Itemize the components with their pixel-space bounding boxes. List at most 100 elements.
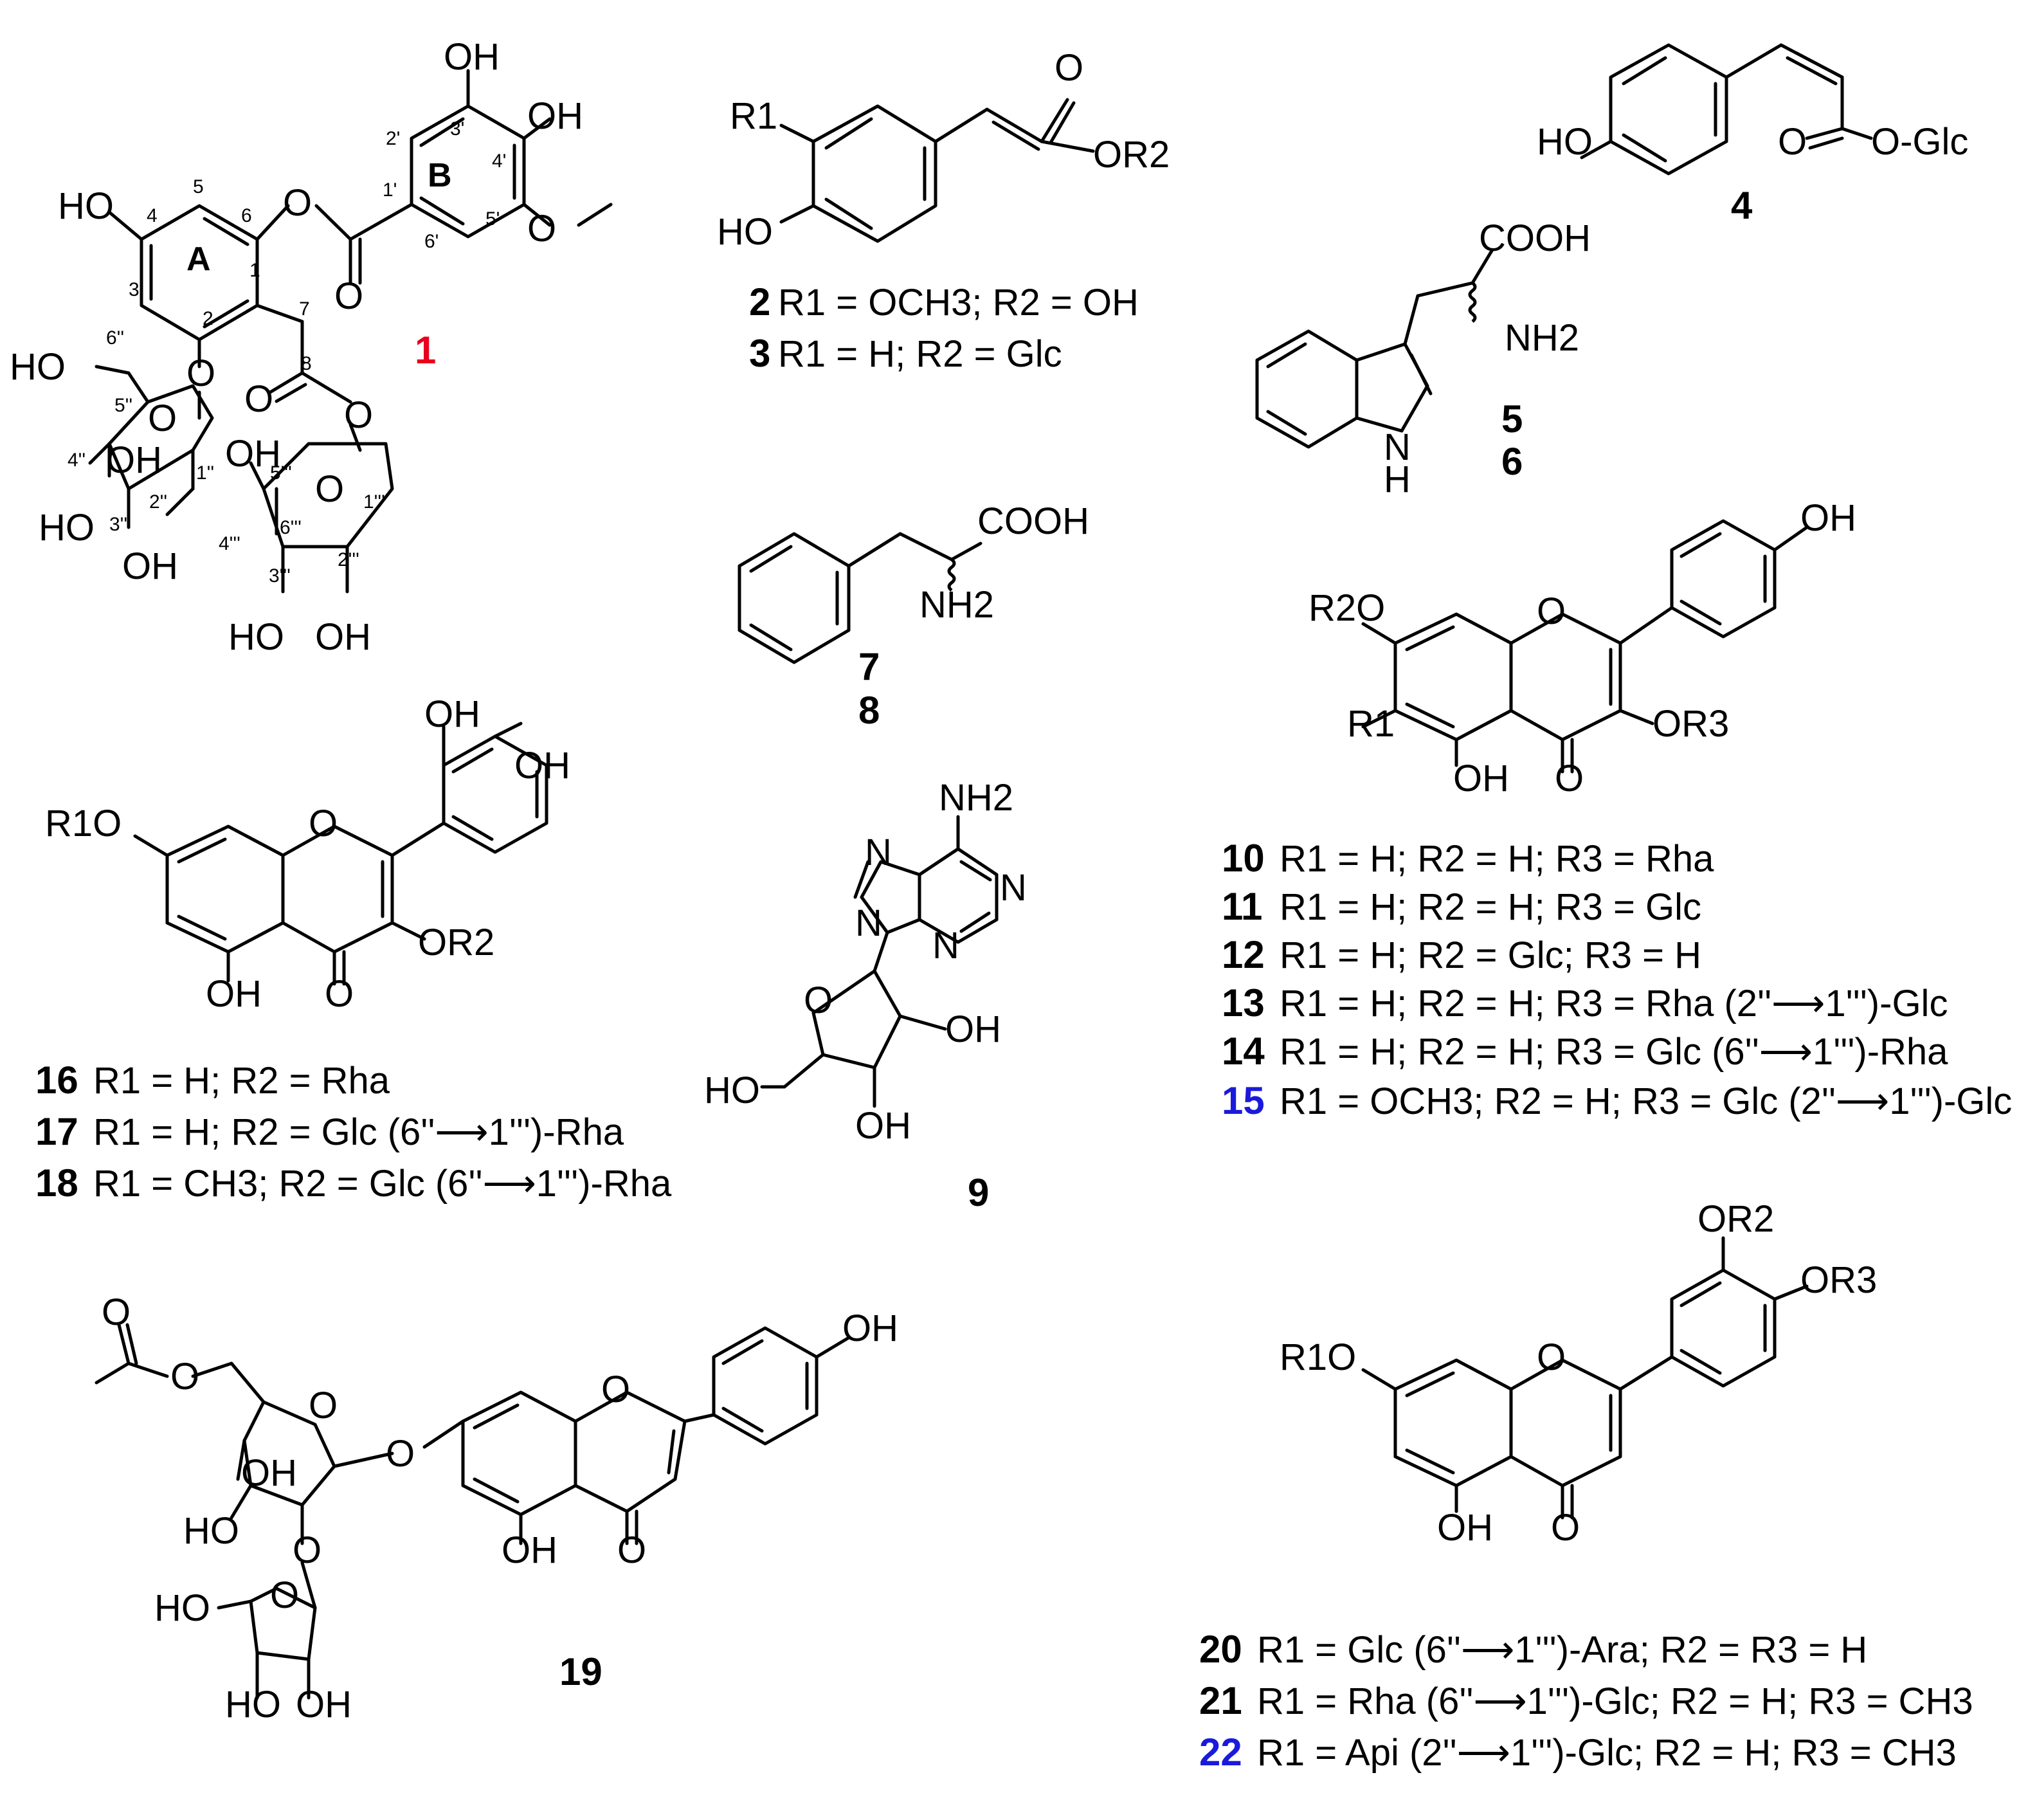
compound-id-19: 19 (559, 1650, 602, 1693)
compound-id-15: 15 (1222, 1079, 1265, 1122)
ring-a-label: A (186, 241, 211, 278)
atom-label: OH (945, 1008, 1001, 1050)
atom-label: O (170, 1356, 199, 1397)
compound-id-11: 11 (1222, 885, 1262, 928)
compound-2-3-structure (779, 98, 1095, 243)
substituent-r1: R1 (1347, 703, 1395, 745)
position-number: 5 (193, 176, 204, 197)
atom-label: O (334, 275, 363, 317)
atom-label: H (1384, 459, 1411, 500)
compound-2-substituents: R1 = OCH3; R2 = OH (778, 282, 1139, 323)
compound-id-6: 6 (1501, 440, 1523, 483)
compound-id-17: 17 (35, 1110, 78, 1153)
substituent-r1: R1 (730, 95, 777, 137)
atom-label: O (601, 1369, 630, 1410)
compound-1-structure (88, 69, 613, 594)
compound-16-substituents: R1 = H; R2 = Rha (93, 1060, 390, 1102)
compound-20-substituents: R1 = Glc (6''⟶1''')-Ara; R2 = R3 = H (1257, 1629, 1867, 1671)
compound-id-21: 21 (1199, 1679, 1242, 1722)
atom-label: NH2 (919, 584, 994, 626)
atom-label: O (386, 1433, 415, 1475)
position-number: 2''' (338, 549, 359, 570)
atom-label: N (865, 832, 892, 873)
position-number: 1''' (363, 491, 385, 513)
position-number: 1' (383, 179, 397, 201)
compound-id-5: 5 (1501, 397, 1523, 441)
atom-label: O (270, 1574, 299, 1616)
atom-label: HO (58, 185, 114, 227)
position-number: 3 (129, 279, 140, 300)
ring-b-label: B (428, 157, 452, 194)
compound-id-22: 22 (1199, 1731, 1242, 1774)
atom-label: O (315, 468, 344, 510)
atom-label: O (1778, 121, 1807, 163)
position-number: 7 (299, 298, 310, 320)
atom-label: O (1551, 1507, 1580, 1549)
compound-9-structure (760, 815, 999, 1108)
position-number: 2 (203, 308, 213, 329)
atom-label: O (148, 397, 177, 439)
compound-16-18-structure (133, 722, 548, 986)
substituent-or3: OR3 (1652, 703, 1729, 745)
compound-4-labels: HO O O-Glc 4 (1537, 121, 1968, 227)
atom-label: N (1000, 867, 1027, 909)
compound-9-labels: NH2 N N N N O OH HO OH 9 (704, 777, 1027, 1214)
atom-label: HO (225, 1684, 281, 1725)
position-number: 4'' (68, 450, 86, 471)
compound-id-3: 3 (749, 332, 770, 375)
substituent-or2: OR2 (1093, 134, 1170, 176)
atom-label: O (804, 979, 833, 1021)
compound-17-substituents: R1 = H; R2 = Glc (6''⟶1''')-Rha (93, 1111, 624, 1153)
position-number: 4 (147, 205, 158, 226)
compound-id-14: 14 (1222, 1030, 1265, 1073)
atom-label: OH (315, 616, 371, 658)
atom-label: HO (10, 346, 66, 388)
atom-label: O (527, 208, 556, 250)
atom-label: O (617, 1529, 646, 1571)
compound-19-labels: O O O O OH HO O O HO HO OH O OH OH O 19 (102, 1291, 898, 1725)
atom-label: OH (502, 1529, 557, 1571)
atom-label: O (244, 378, 273, 420)
position-number: 5' (485, 208, 500, 230)
atom-label: HO (1537, 121, 1593, 163)
atom-label: HO (228, 616, 284, 658)
compound-4-structure (1580, 43, 1873, 176)
substituent-or3: OR3 (1800, 1259, 1877, 1301)
compound-12-substituents: R1 = H; R2 = Glc; R3 = H (1280, 934, 1701, 976)
compound-5-6-labels: COOH NH2 N H 5 6 (1384, 217, 1591, 500)
compound-14-substituents: R1 = H; R2 = H; R3 = Glc (6''⟶1''')-Rha (1280, 1031, 1948, 1073)
compound-19-structure (95, 1323, 851, 1700)
atom-label: O (344, 394, 373, 436)
position-number: 8 (301, 353, 312, 374)
compound-id-4: 4 (1731, 184, 1753, 227)
position-number: 2' (386, 128, 400, 149)
position-number: 2'' (149, 491, 167, 513)
position-number: 3'' (109, 514, 127, 535)
atom-label: OH (225, 433, 281, 475)
atom-label: OH (241, 1452, 297, 1494)
compound-21-substituents: R1 = Rha (6''⟶1''')-Glc; R2 = H; R3 = CH… (1257, 1680, 1973, 1722)
compound-20-22-structure (1361, 1236, 1809, 1520)
atom-label: OH (842, 1307, 898, 1349)
atom-label: OH (106, 439, 162, 481)
compound-15-substituents: R1 = OCH3; R2 = H; R3 = Glc (2''⟶1''')-G… (1280, 1080, 2012, 1122)
substituent-r2o: R2O (1308, 587, 1385, 629)
position-number: 5'' (114, 395, 132, 416)
compound-id-13: 13 (1222, 981, 1265, 1024)
atom-label: NH2 (1505, 317, 1579, 359)
compound-id-20: 20 (1199, 1628, 1242, 1671)
position-number: 4' (492, 150, 506, 172)
position-number: 3' (450, 118, 464, 140)
atom-label: O (102, 1291, 131, 1333)
compound-18-substituents: R1 = CH3; R2 = Glc (6''⟶1''')-Rha (93, 1163, 672, 1205)
position-number: 6' (424, 231, 439, 252)
substituent-or2: OR2 (1698, 1198, 1774, 1240)
substituent-r1o: R1O (1280, 1336, 1356, 1378)
atom-label: HO (154, 1587, 210, 1629)
compound-16-18-labels: OH OH R1O O OR2 OH O 16 R1 = H; R2 = Rha… (35, 693, 672, 1205)
compound-id-10: 10 (1222, 837, 1265, 880)
atom-label: HO (183, 1510, 239, 1552)
compound-20-22-labels: OR2 OR3 R1O O OH O 20 R1 = Glc (6''⟶1'''… (1199, 1198, 1973, 1774)
compound-22-substituents: R1 = Api (2''⟶1''')-Glc; R2 = H; R3 = CH… (1257, 1732, 1957, 1774)
atom-label: O (1537, 590, 1566, 632)
